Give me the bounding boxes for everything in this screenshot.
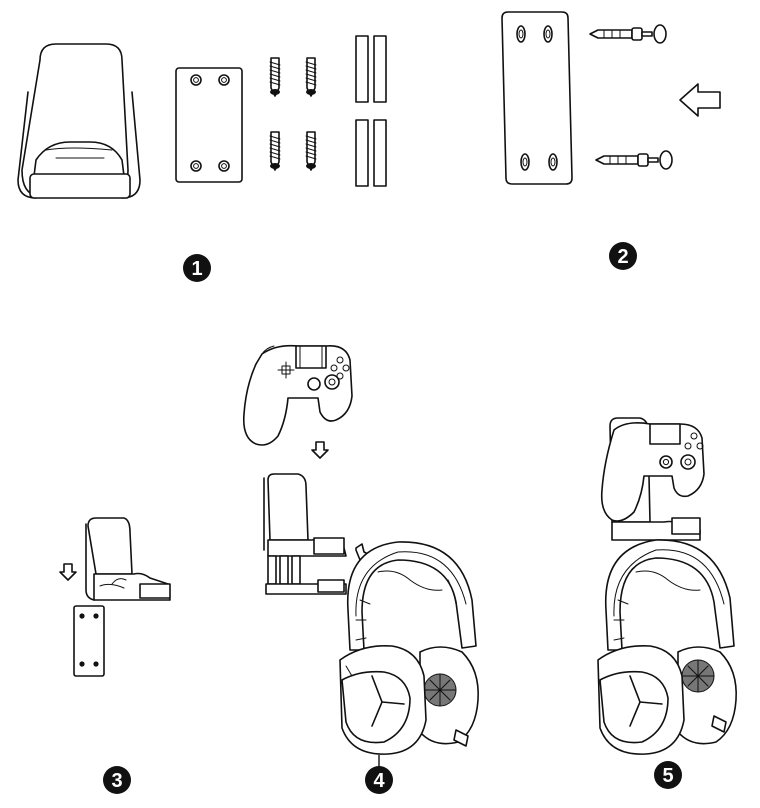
step-number-3: 3	[111, 770, 122, 792]
adhesive-strip-icon	[355, 35, 387, 187]
adhesive-plate-small	[73, 605, 105, 677]
controller-icon	[242, 344, 353, 446]
holder-side-view	[85, 517, 171, 601]
screw-icon	[269, 57, 317, 171]
step-badge-4: 4	[365, 755, 393, 794]
holder-side-view	[263, 473, 347, 595]
down-arrow-icon	[311, 441, 329, 459]
headset-icon	[339, 541, 479, 755]
step-badge-5: 5	[654, 761, 682, 789]
left-arrow-icon	[679, 83, 721, 117]
mounting-plate	[501, 11, 573, 185]
step-badge-2: 2	[609, 242, 637, 270]
adhesive-plate	[175, 67, 243, 183]
step-number-5: 5	[662, 765, 673, 787]
assembled-set	[597, 417, 737, 755]
holder-front-view	[17, 43, 141, 199]
down-arrow-icon	[59, 563, 77, 581]
step-badge-1: 1	[183, 254, 211, 282]
step-number-4: 4	[373, 770, 385, 792]
wall-anchor-icon	[589, 24, 673, 170]
step-badge-3: 3	[103, 766, 131, 794]
step-number-2: 2	[617, 246, 628, 268]
step-number-1: 1	[191, 258, 202, 280]
